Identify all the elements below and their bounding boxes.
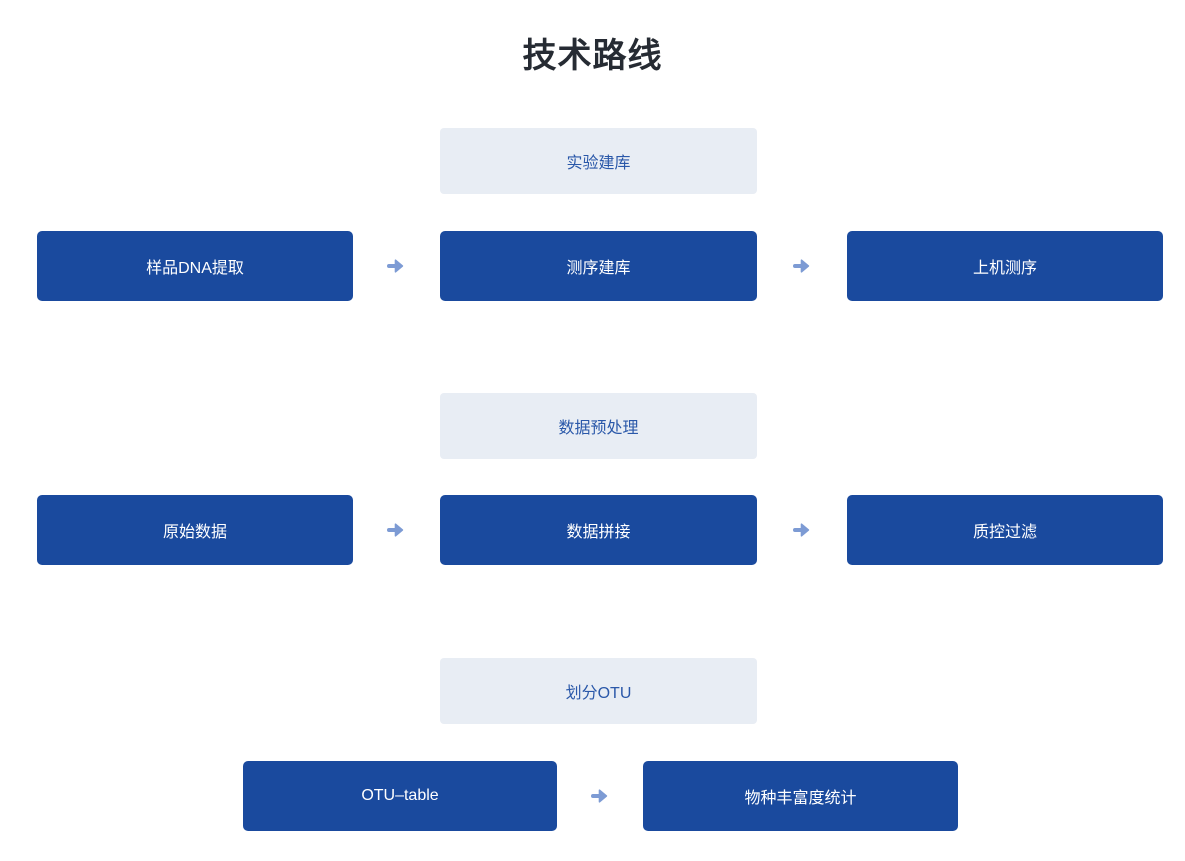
step-raw-data: 原始数据 — [37, 495, 353, 565]
step-otu-table: OTU–table — [243, 761, 557, 831]
step-data-merging: 数据拼接 — [440, 495, 757, 565]
stage-header-data-preprocessing: 数据预处理 — [440, 393, 757, 459]
arrow-right-icon — [792, 256, 812, 276]
step-species-abundance-stats: 物种丰富度统计 — [643, 761, 958, 831]
arrow-right-icon — [590, 786, 610, 806]
stage-header-experiment-library: 实验建库 — [440, 128, 757, 194]
page-title: 技术路线 — [522, 37, 663, 75]
arrow-right-icon — [386, 520, 406, 540]
step-qc-filtering: 质控过滤 — [847, 495, 1163, 565]
arrow-right-icon — [792, 520, 812, 540]
step-sequencing-library-prep: 测序建库 — [440, 231, 757, 301]
stage-header-otu-clustering: 划分OTU — [440, 658, 757, 724]
arrow-right-icon — [386, 256, 406, 276]
step-sample-dna-extraction: 样品DNA提取 — [37, 231, 353, 301]
step-on-machine-sequencing: 上机测序 — [847, 231, 1163, 301]
